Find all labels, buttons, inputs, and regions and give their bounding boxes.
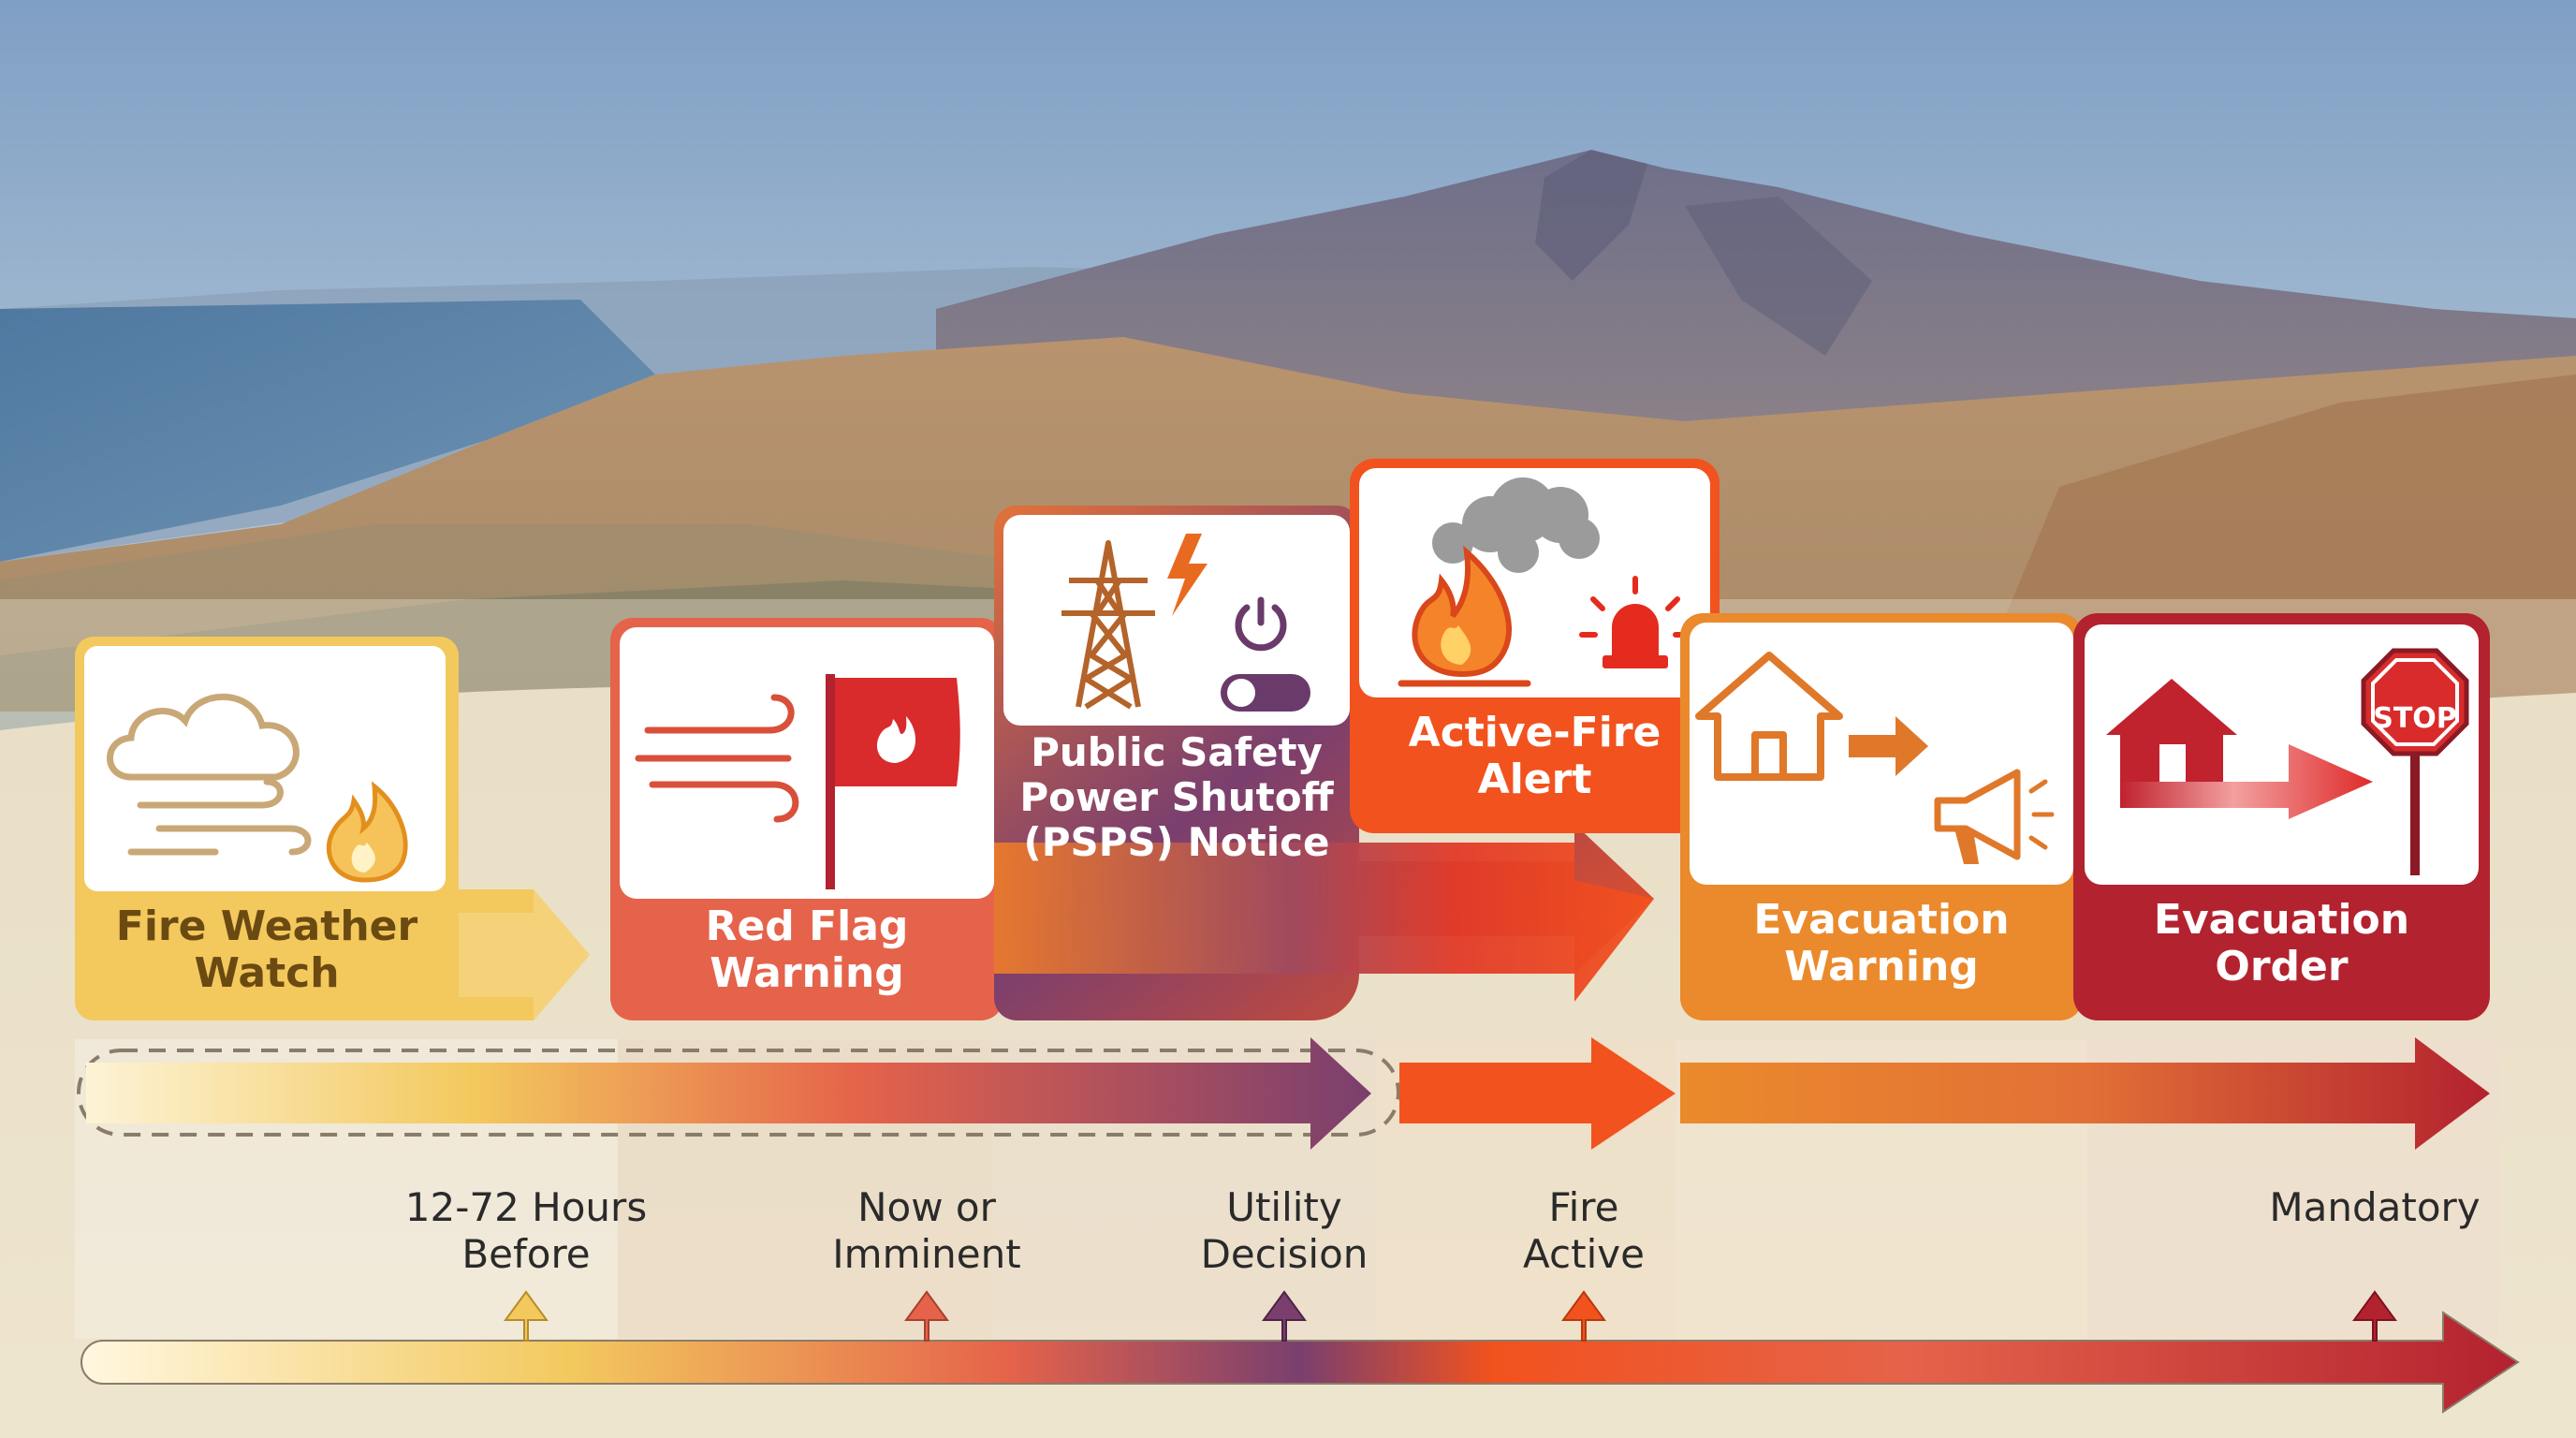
flow-dashed-outline xyxy=(77,1049,1400,1137)
stage-label-psps-notice: Public Safety Power Shutoff (PSPS) Notic… xyxy=(1019,729,1334,865)
alarm-light-icon xyxy=(1579,576,1691,668)
time-label-psps: Now or Imminent xyxy=(832,1184,1021,1277)
wind-icon xyxy=(635,694,799,823)
house-evacuate-icon xyxy=(2106,679,2373,819)
tick-marker-4 xyxy=(1561,1290,1606,1342)
cloud-wind-icon xyxy=(107,693,312,856)
time-label-active-fire: Utility Decision xyxy=(1200,1184,1368,1277)
card-evacuation-warning: Evacuation Warning xyxy=(1680,613,2083,1020)
time-label-evac-order: Mandatory xyxy=(2269,1184,2481,1230)
stop-sign-text: STOP xyxy=(2373,702,2457,735)
flow-row-1 xyxy=(77,1037,2490,1150)
card-active-fire-alert: Active-Fire Alert xyxy=(1350,459,1720,833)
stage-label-fire-weather-watch: Fire Weather Watch xyxy=(115,902,418,997)
stop-sign-icon xyxy=(2361,648,2469,875)
tick-marker-1 xyxy=(504,1290,549,1342)
stage-label-evacuation-warning: Evacuation Warning xyxy=(1753,896,2010,990)
flame-icon xyxy=(326,781,408,883)
smoke-icon xyxy=(1432,477,1600,573)
stage-label-active-fire-alert: Active-Fire Alert xyxy=(1408,709,1661,803)
fire-icon xyxy=(1398,545,1531,687)
time-label-evac-warning: Fire Active xyxy=(1523,1184,1645,1277)
time-label-red-flag: 12-72 Hours Before xyxy=(404,1184,648,1277)
flow-arrow-watch-to-psps xyxy=(86,1037,1371,1150)
red-flag-icon xyxy=(826,674,960,889)
power-switch-icon xyxy=(1221,596,1310,712)
timeline xyxy=(80,1290,2520,1414)
card-red-flag-warning: Red Flag Warning xyxy=(610,618,1003,1020)
flow-arrow-fire-active xyxy=(1399,1037,1676,1150)
tick-marker-5 xyxy=(2352,1290,2397,1342)
card-fire-weather-watch: Fire Weather Watch xyxy=(75,637,599,1020)
flow-arrow-evacuation xyxy=(1680,1037,2490,1150)
power-tower-icon xyxy=(1061,534,1208,710)
tick-marker-3 xyxy=(1262,1290,1307,1342)
card-evacuation-order: STOP Evacuation Order xyxy=(2073,613,2490,1020)
timeline-arrow xyxy=(80,1311,2520,1414)
tick-marker-2 xyxy=(904,1290,949,1342)
stage-label-evacuation-order: Evacuation Order xyxy=(2153,896,2410,990)
megaphone-icon xyxy=(1934,769,2055,864)
house-icon xyxy=(1695,652,1928,781)
card-psps-notice: Public Safety Power Shutoff (PSPS) Notic… xyxy=(994,506,1668,1030)
stage-label-red-flag-warning: Red Flag Warning xyxy=(705,902,909,997)
